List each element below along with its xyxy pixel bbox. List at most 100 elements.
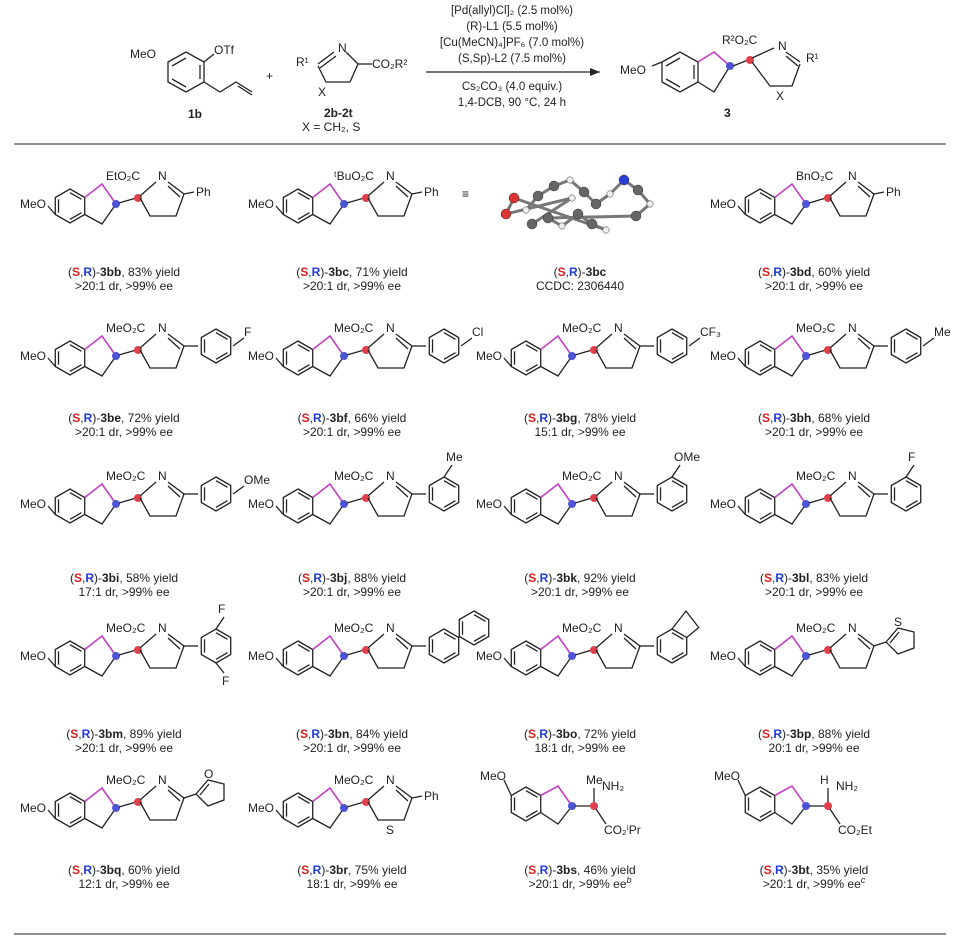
shared-comma: , [308,727,311,741]
caption-punct: ( [296,727,300,741]
dr-text: >20:1 dr, >99% ee [531,585,629,599]
compound-caption: (S,R)-3bk, 92% yield [524,571,635,585]
shared-r: R [539,727,548,741]
arene-ring [744,188,776,224]
caption-punct: )- [578,265,586,279]
dr-ee: 20:1 dr, >99% ee [768,741,859,755]
ester-label: MeO₂C [106,321,146,335]
ring-n: N [158,469,167,483]
ring-n: N [614,321,623,335]
dr-text: 18:1 dr, >99% ee [534,741,625,755]
ring-n: N [848,469,857,483]
compounds-0-yield: , 83% yield [121,265,180,279]
compound-caption: (S,R)-3bq, 60% yield [68,863,180,877]
compounds-9-yield: , 88% yield [347,571,406,585]
meo-label: MeO [710,649,736,663]
compounds-8-yield: , 58% yield [119,571,178,585]
ester-label: MeO₂C [796,621,836,635]
dr-text: >20:1 dr, >99% ee [765,279,863,293]
arene-ring [510,488,542,524]
compounds-3-yield: , 60% yield [811,265,870,279]
dr-ee: 18:1 dr, >99% ee [534,741,625,755]
shared-s: S [72,411,80,425]
compounds-16-id: 3bq [100,863,121,877]
caption-punct: ( [758,727,762,741]
dr-text: >20:1 dr, >99% ee [303,585,401,599]
caption-punct: )- [548,571,556,585]
meo-label: MeO [248,497,274,511]
aryl-substituent: OMe [244,473,270,487]
shared-comma: , [308,265,311,279]
meo-label: MeO [248,801,274,815]
shared-r: R [313,863,322,877]
aryl-substituent: Cl [472,325,483,339]
aryl-substituent: F [218,602,225,616]
r2-n: N [338,41,347,55]
compound-caption: (S,R)-3bg, 78% yield [524,411,636,425]
dr-ee: >20:1 dr, >99% ee [765,585,863,599]
shared-comma: , [772,863,775,877]
shared-s: S [72,863,80,877]
dr-ee: >20:1 dr, >99% ee [75,741,173,755]
shared-s: S [301,863,309,877]
compounds-15-yield: , 88% yield [811,727,870,741]
ester-label: MeO₂C [562,469,602,483]
shared-r: R [539,411,548,425]
ring-n: N [386,621,395,635]
compounds-10-yield: , 92% yield [577,571,636,585]
shared-comma: , [310,411,313,425]
caption-punct: ( [298,411,302,425]
r2-label: 2b-2t [324,106,353,120]
meo-label: MeO [710,197,736,211]
arene-ring [744,786,776,822]
caption-punct: )- [322,411,330,425]
dr-text: >20:1 dr, >99% ee [303,279,401,293]
r1-label: 1b [188,107,202,121]
caption-punct: ( [760,863,764,877]
compounds-12-yield: , 89% yield [123,727,182,741]
caption-punct: )- [90,727,98,741]
compounds-12-id: 3bm [98,727,123,741]
arene-ring [282,340,314,376]
dr-ee: >20:1 dr, >99% ee [75,279,173,293]
shared-r: R [569,265,578,279]
ester-label: MeO₂C [796,321,836,335]
compounds-17-yield: , 75% yield [348,863,407,877]
dr-text: >20:1 dr, >99% ee [765,585,863,599]
shared-comma: , [82,571,85,585]
footnote-mark: b [627,875,632,885]
shared-s: S [528,411,536,425]
shared-comma: , [80,411,83,425]
meo-label: MeO [710,349,736,363]
compounds-7-id: 3bh [790,411,811,425]
caption-punct: )- [782,265,790,279]
aryl-ring [656,628,688,664]
shared-comma: , [770,265,773,279]
aryl-ring [428,328,460,364]
shared-comma: , [566,265,569,279]
compounds-1-id: 3bc [328,265,349,279]
heteroaryl-ring [885,627,915,655]
compound-caption: (S,R)-3bm, 89% yield [66,727,181,741]
compounds-19-id: 3bt [792,863,810,877]
caption-punct: )- [92,411,100,425]
shared-comma: , [536,863,539,877]
r2-ester: CO₂R² [372,57,407,71]
compound-caption: (S,R)-3bc [554,265,607,279]
arene-ring [54,640,86,676]
shared-r: R [773,411,782,425]
hetero-atom: O [204,767,213,781]
dr-ee: 12:1 dr, >99% ee [78,877,169,891]
shared-s: S [528,727,536,741]
arene-ring [510,340,542,376]
p-label: 3 [724,106,731,120]
compounds-6-id: 3bg [556,411,577,425]
